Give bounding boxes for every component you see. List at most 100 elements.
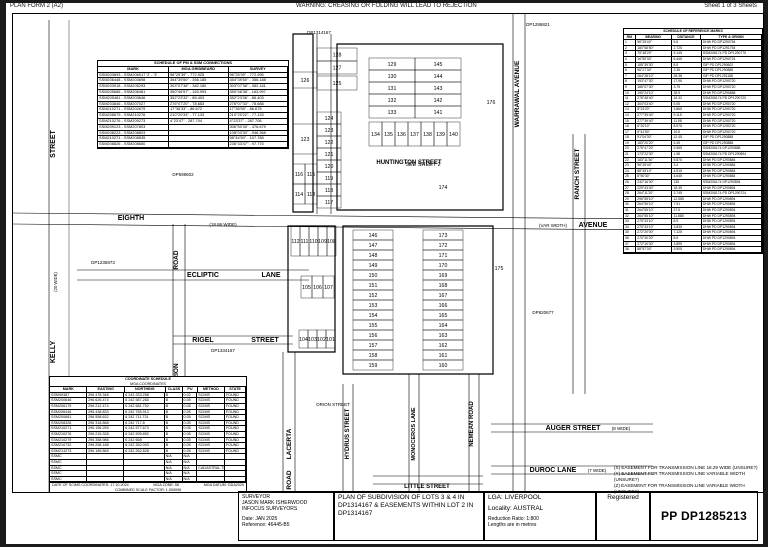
table-cell: 296 478.348 bbox=[87, 392, 125, 398]
table-cell: SSMC bbox=[50, 454, 88, 459]
table-cell bbox=[87, 459, 125, 465]
table-cell bbox=[124, 454, 165, 459]
table-cell: 34 bbox=[624, 224, 637, 230]
table-cell: 27 bbox=[624, 185, 637, 191]
lot-outline bbox=[414, 105, 462, 119]
surveyor-firm: INFOCUS SURVEYORS bbox=[242, 506, 298, 512]
table-cell: DHW PD DP1290894 bbox=[702, 196, 762, 202]
table-cell: 8°23'20" bbox=[636, 107, 673, 112]
table-cell: 19 bbox=[624, 140, 637, 146]
plan-note: (VAR WIDTH) bbox=[539, 223, 567, 228]
plan-note: (8 WIDE) bbox=[612, 426, 631, 431]
table-cell: SSM210271 - SSM208835 bbox=[98, 136, 169, 142]
lot-number: 129 bbox=[388, 62, 397, 68]
lot-number: 149 bbox=[369, 263, 378, 269]
table-cell: 4.645 bbox=[672, 174, 702, 180]
table-cell: 26 bbox=[624, 180, 637, 185]
plan-title: PLAN OF SUBDIVISION OF LOTS 3 & 4 IN DP1… bbox=[338, 494, 474, 517]
lot-number: 109 bbox=[318, 239, 327, 245]
lot-number: 141 bbox=[434, 110, 443, 116]
lot-number: 162 bbox=[439, 343, 448, 349]
table-cell: SSM200646 bbox=[50, 398, 88, 403]
table-cell: 23 bbox=[624, 163, 637, 168]
table-cell: CADASTRAL TRAVERSE bbox=[198, 465, 225, 471]
col-header: MARK bbox=[98, 66, 170, 72]
table-cell: 2.35 bbox=[672, 68, 702, 73]
lot-number: 103 bbox=[308, 337, 317, 343]
locality: Locality: AUSTRAL bbox=[488, 505, 544, 512]
table-cell: 183°20'20" bbox=[636, 140, 673, 146]
coordinate-table: COORDINATE SCHEDULE MGA COORDINATES MARK… bbox=[49, 376, 247, 494]
table-cell: 8.5 bbox=[672, 62, 702, 68]
table-cell: SSMC bbox=[50, 459, 88, 465]
table-cell: DHW PD DP1290720 bbox=[702, 101, 762, 107]
lot-number: 170 bbox=[439, 263, 448, 269]
table-cell: 4.515 bbox=[672, 168, 702, 174]
lot-outline bbox=[446, 121, 461, 147]
table-cell: B bbox=[165, 437, 183, 443]
table-cell: DHW PD DP1290720 bbox=[702, 124, 762, 129]
lot-number: 167 bbox=[439, 293, 448, 299]
table-cell: FOUND bbox=[225, 426, 246, 431]
table-cell: 2.725 bbox=[672, 45, 702, 51]
table-cell: 11.98 bbox=[672, 118, 702, 124]
table-cell bbox=[197, 476, 225, 482]
table-cell bbox=[197, 471, 225, 476]
table-cell: B bbox=[165, 398, 183, 403]
table-cell: N/A bbox=[183, 476, 198, 482]
table-cell: FOUND bbox=[225, 431, 246, 437]
table-cell: SSM203893 - SSM206917 '2' - '3' bbox=[98, 72, 169, 78]
table-cell: 8 bbox=[624, 79, 637, 84]
table-cell: 6 242 765.913 bbox=[124, 409, 165, 415]
table-cell bbox=[197, 454, 225, 459]
table-cell: 5.145 bbox=[672, 51, 702, 56]
lot-number: 140 bbox=[449, 132, 458, 138]
table-cell: SSM206174 PD DP1290720 bbox=[702, 96, 762, 101]
street-name: STREET bbox=[251, 337, 279, 344]
col-header: SURVEY bbox=[229, 66, 288, 72]
table-cell bbox=[169, 142, 229, 147]
table-cell bbox=[225, 454, 246, 459]
table-cell: 12.45 bbox=[672, 135, 702, 140]
lot-number: 114 bbox=[295, 192, 303, 198]
lot-number: 128 bbox=[333, 53, 342, 59]
table-cell: 16°50'30" bbox=[636, 56, 673, 62]
table-cell: B bbox=[165, 426, 183, 431]
table-cell: FOUND bbox=[225, 392, 246, 398]
note-y: (Y) EASEMENT FOR TRANSMISSION LINE VARIA… bbox=[614, 471, 745, 482]
table-cell: SSM208326 bbox=[50, 420, 88, 426]
table-cell: DHW PD DP1290720 bbox=[702, 129, 762, 135]
lot-number: 115 bbox=[307, 172, 315, 178]
lot-number: 157 bbox=[369, 343, 378, 349]
table-cell: 8°50'30" bbox=[636, 174, 673, 180]
lot-number: 121 bbox=[325, 152, 334, 158]
lot-number: 132 bbox=[388, 98, 397, 104]
table-cell: 3.865 bbox=[672, 107, 702, 112]
lot-number: 152 bbox=[369, 293, 378, 299]
table-cell: DHW PD DP1290884 bbox=[702, 174, 762, 180]
reduction-ratio: Reduction Ratio: 1:800 bbox=[488, 516, 539, 522]
table-cell bbox=[87, 471, 125, 476]
table-cell: SCIMS bbox=[197, 415, 225, 420]
col-header: NORTHING bbox=[125, 387, 166, 392]
